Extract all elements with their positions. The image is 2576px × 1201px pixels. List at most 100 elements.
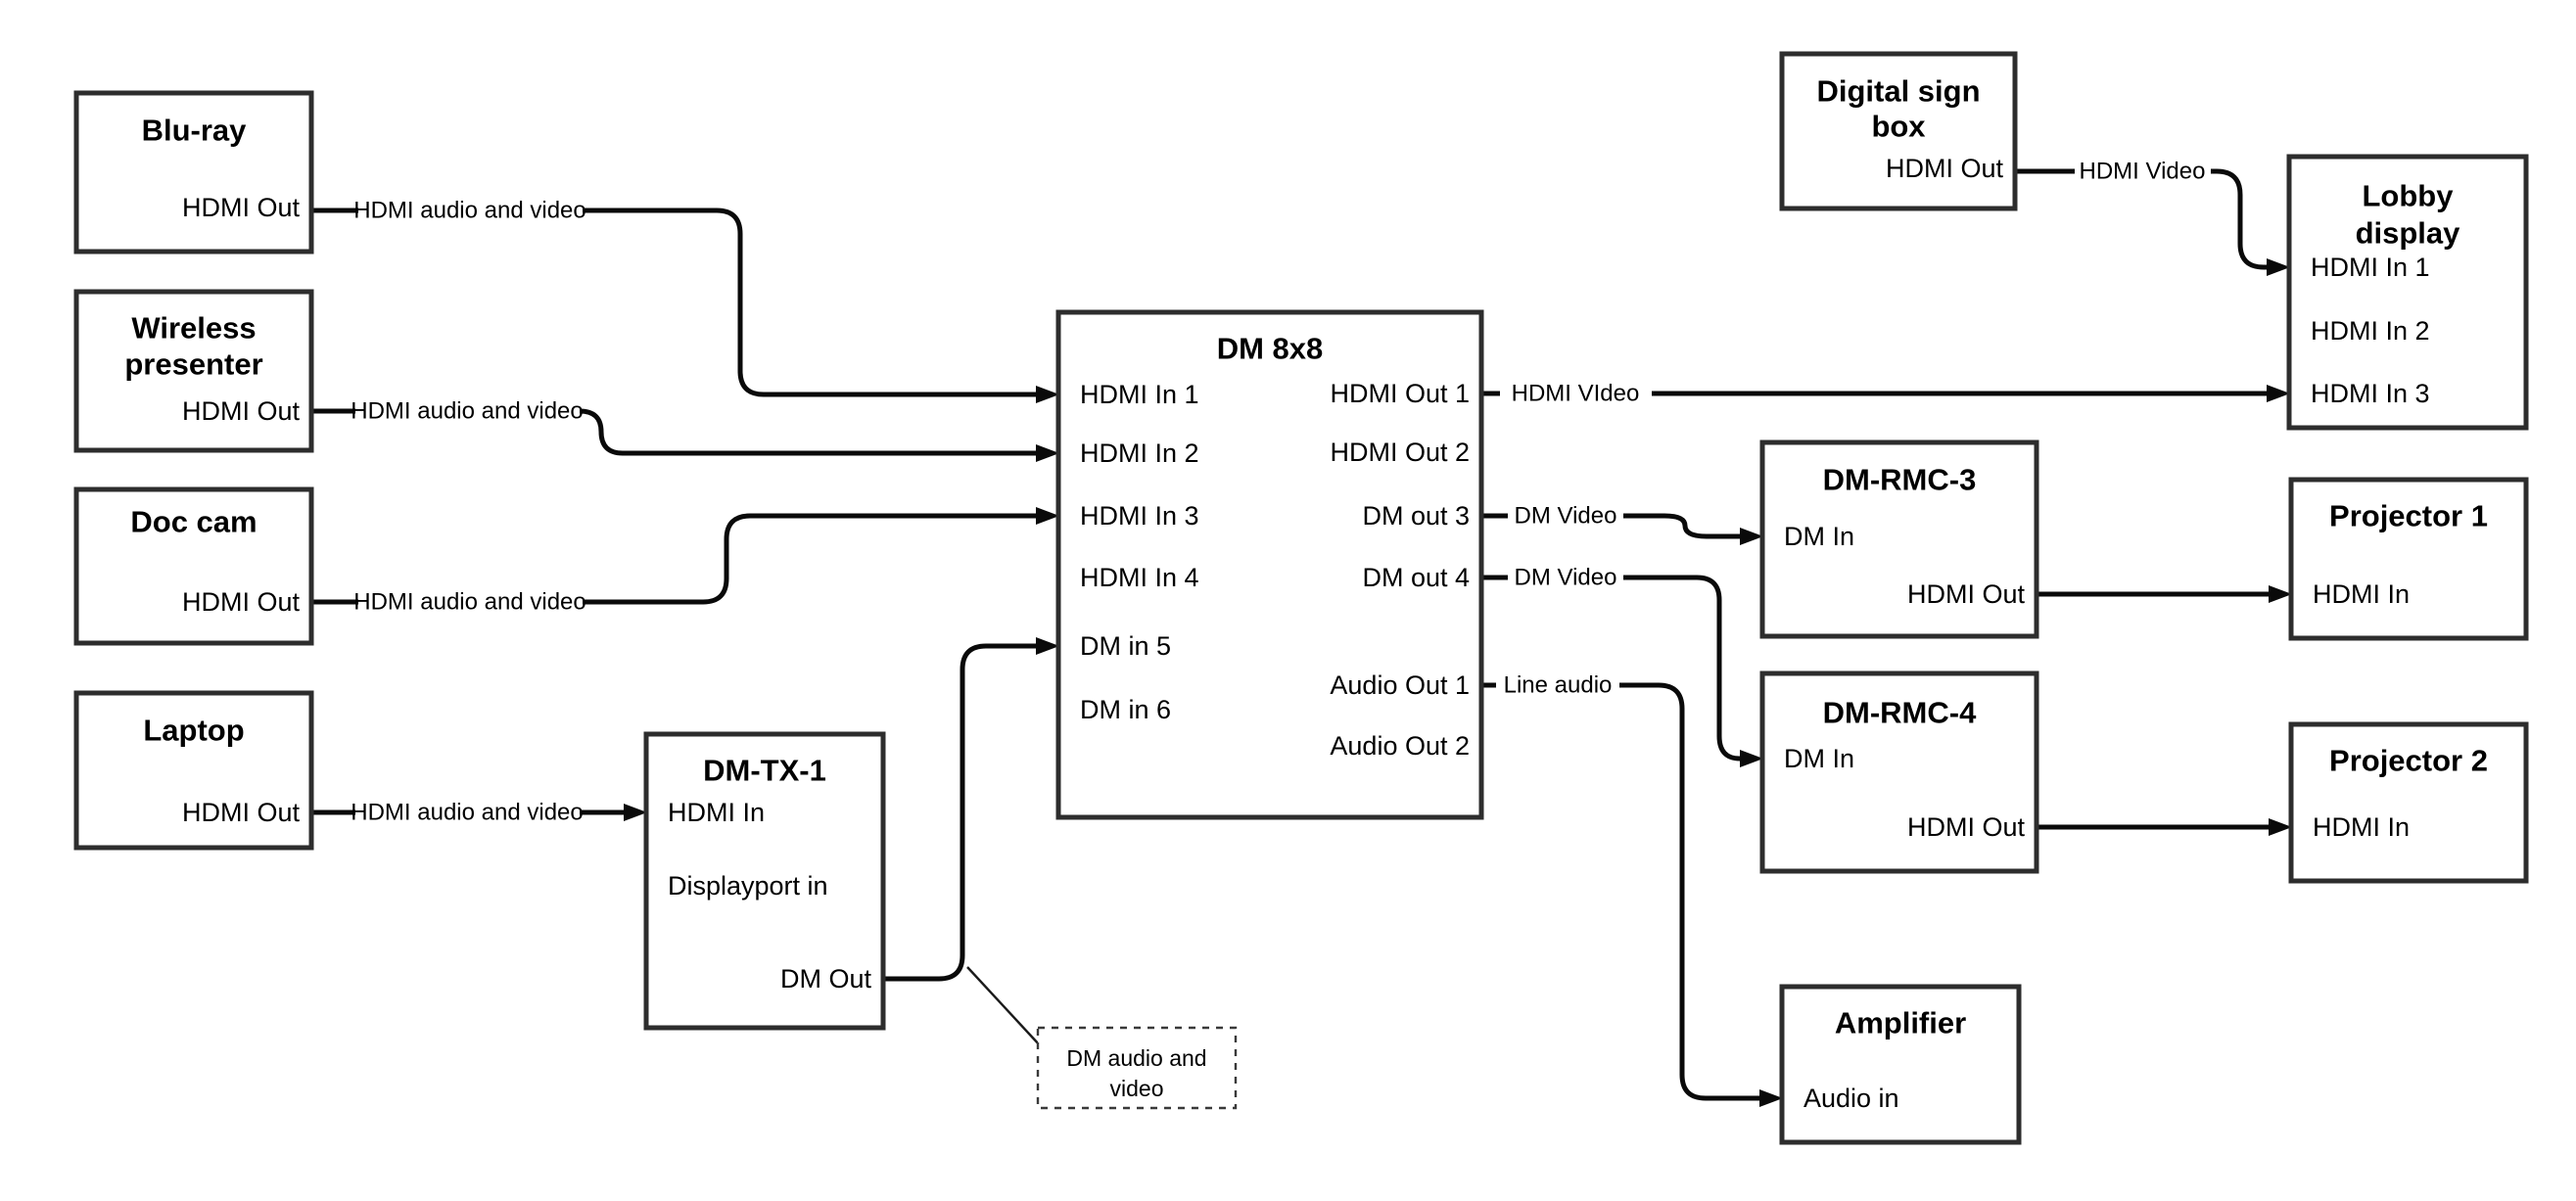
node-dm-rmc-4-box	[1759, 670, 2039, 874]
node-lobby-display-title: display	[2356, 216, 2461, 251]
wire-dm8x8-out1-to-lobby-in3: HDMI VIdeo	[1481, 381, 2290, 407]
node-lobby-display-title: Lobby	[2363, 179, 2455, 213]
node-dm-tx-1-title: DM-TX-1	[703, 754, 826, 788]
note-box	[1036, 1026, 1238, 1110]
port-dm-8x8-8: DM out 3	[1362, 501, 1470, 531]
node-digital-sign-box-box	[1779, 51, 2018, 211]
node-projector-2-title: Projector 2	[2329, 744, 2488, 778]
port-dm-rmc-3-1: HDMI Out	[1907, 579, 2026, 609]
wire-dm8x8-out3-to-rmc3-dmin: DM Video	[1481, 503, 1763, 545]
port-dm-8x8-3: HDMI In 4	[1080, 563, 1199, 592]
port-dm-tx-1-0: HDMI In	[668, 798, 765, 827]
wire-dmtx1-dmout-to-dm8x8-in5	[883, 637, 1059, 982]
wire-bluray-to-dm8x8-in1-segment-1	[583, 208, 1059, 403]
wire-laptop-to-dmtx1-hdmi-in-label: HDMI audio and video	[351, 800, 583, 826]
node-dm-rmc-3-title: DM-RMC-3	[1823, 463, 1977, 497]
port-dm-8x8-9: DM out 4	[1362, 563, 1470, 592]
note-layer: DM audio and video	[966, 966, 1238, 1110]
port-dm-8x8-2: HDMI In 3	[1080, 501, 1199, 531]
wire-dm8x8-out3-to-rmc3-dmin-segment-1	[1623, 513, 1763, 545]
node-bluray-title: Blu-ray	[142, 114, 248, 148]
node-digital-sign-box-title: box	[1871, 110, 1926, 144]
node-bluray-box	[73, 90, 314, 254]
note-text-line: DM audio and	[1066, 1045, 1206, 1071]
port-projector-2-0: HDMI In	[2313, 812, 2410, 842]
wire-digitalsign-to-lobby-in1-label: HDMI Video	[2080, 159, 2206, 185]
port-dm-rmc-4-0: DM In	[1784, 744, 1854, 773]
port-projector-1-0: HDMI In	[2313, 579, 2410, 609]
port-dm-tx-1-2: DM Out	[780, 964, 872, 993]
node-dm-tx-1-box	[643, 731, 886, 1031]
port-dm-8x8-11: Audio Out 2	[1330, 731, 1470, 761]
note-callout-line	[966, 966, 1041, 1046]
node-wireless-presenter-title: presenter	[124, 347, 262, 382]
port-wireless-presenter-0: HDMI Out	[182, 396, 301, 426]
wire-dm8x8-audio1-to-amplifier-segment-1	[1619, 682, 1783, 1107]
node-doc-cam-box	[73, 486, 314, 646]
node-laptop-box	[73, 690, 314, 851]
wire-dm8x8-out4-to-rmc4-dmin: DM Video	[1481, 565, 1763, 767]
node-amplifier-title: Amplifier	[1835, 1006, 1966, 1040]
port-dm-8x8-0: HDMI In 1	[1080, 380, 1199, 409]
node-wireless-presenter-box	[73, 289, 314, 453]
wire-dm8x8-out4-to-rmc4-dmin-label: DM Video	[1515, 565, 1617, 591]
wire-dm8x8-audio1-to-amplifier: Line audio	[1481, 672, 1783, 1107]
wire-bluray-to-dm8x8-in1-label: HDMI audio and video	[353, 198, 585, 224]
port-lobby-display-1: HDMI In 2	[2311, 316, 2430, 346]
wire-digitalsign-to-lobby-in1: HDMI Video	[2015, 159, 2290, 276]
port-laptop-0: HDMI Out	[182, 798, 301, 827]
port-dm-8x8-4: DM in 5	[1080, 631, 1171, 661]
wire-doccam-to-dm8x8-in3-label: HDMI audio and video	[353, 589, 585, 616]
wire-wireless-to-dm8x8-in2-label: HDMI audio and video	[351, 398, 583, 425]
node-doc-cam-title: Doc cam	[130, 505, 257, 539]
node-projector-1-title: Projector 1	[2329, 499, 2488, 533]
port-dm-tx-1-1: Displayport in	[668, 871, 828, 901]
port-dm-rmc-3-0: DM In	[1784, 522, 1854, 551]
node-wireless-presenter-title: Wireless	[131, 311, 256, 346]
wire-wireless-to-dm8x8-in2-segment-1	[579, 408, 1059, 462]
node-dm-8x8-title: DM 8x8	[1217, 332, 1324, 366]
port-lobby-display-2: HDMI In 3	[2311, 379, 2430, 408]
wire-wireless-to-dm8x8-in2: HDMI audio and video	[311, 398, 1059, 462]
note-dm-audio-and-video: DM audio and video	[966, 966, 1238, 1110]
wire-doccam-to-dm8x8-in3-segment-1	[583, 507, 1059, 605]
node-amplifier-box	[1779, 984, 2022, 1145]
wire-digitalsign-to-lobby-in1-segment-1	[2211, 168, 2290, 276]
port-dm-8x8-6: HDMI Out 1	[1330, 379, 1470, 408]
port-lobby-display-0: HDMI In 1	[2311, 253, 2430, 282]
wire-dm8x8-out3-to-rmc3-dmin-label: DM Video	[1515, 503, 1617, 530]
note-text-line: video	[1110, 1076, 1164, 1101]
node-lobby-display-box	[2286, 154, 2529, 431]
wire-doccam-to-dm8x8-in3: HDMI audio and video	[311, 507, 1059, 616]
node-laptop-title: Laptop	[143, 714, 244, 748]
wire-dm8x8-out1-to-lobby-in3-label: HDMI VIdeo	[1512, 381, 1640, 407]
wire-laptop-to-dmtx1-hdmi-in: HDMI audio and video	[311, 800, 647, 826]
node-dm-rmc-3-box	[1759, 439, 2039, 639]
wire-bluray-to-dm8x8-in1: HDMI audio and video	[311, 198, 1059, 403]
port-dm-8x8-10: Audio Out 1	[1330, 670, 1470, 700]
port-dm-8x8-7: HDMI Out 2	[1330, 438, 1470, 467]
port-digital-sign-box-0: HDMI Out	[1886, 154, 2004, 183]
node-digital-sign-box-title: Digital sign	[1816, 74, 1980, 109]
node-projector-1-box	[2288, 477, 2529, 641]
port-amplifier-0: Audio in	[1803, 1084, 1899, 1113]
port-doc-cam-0: HDMI Out	[182, 587, 301, 617]
node-dm-8x8-box	[1055, 309, 1484, 820]
node-dm-rmc-4-title: DM-RMC-4	[1823, 696, 1977, 730]
node-projector-2-box	[2288, 721, 2529, 884]
port-dm-8x8-5: DM in 6	[1080, 695, 1171, 724]
node-projector-1: Projector 1 HDMI In	[2288, 477, 2529, 641]
